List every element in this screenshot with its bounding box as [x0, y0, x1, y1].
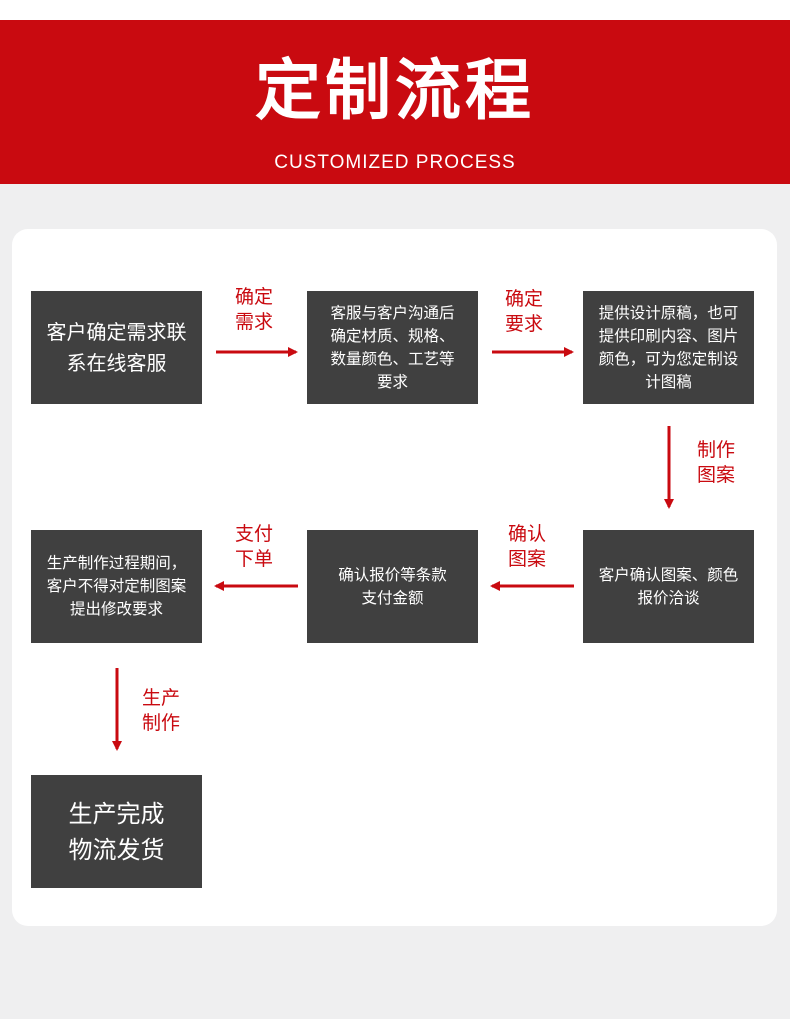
- header-banner: 定制流程 CUSTOMIZED PROCESS: [0, 20, 790, 184]
- arrow-4-label: 确认 图案: [508, 523, 547, 570]
- arrow-2-label: 确定 要求: [505, 288, 544, 335]
- page-title: 定制流程: [255, 52, 535, 129]
- page-subtitle: CUSTOMIZED PROCESS: [274, 152, 516, 173]
- step-6-box: 生产制作过程期间， 客户不得对定制图案 提出修改要求: [31, 530, 202, 643]
- step-4-box: 客户确认图案、颜色 报价洽谈: [583, 530, 754, 643]
- step-5-box: 确认报价等条款 支付金额: [307, 530, 478, 643]
- arrow-1-label: 确定 需求: [235, 286, 274, 333]
- step-3-box: 提供设计原稿，也可 提供印刷内容、图片 颜色，可为您定制设 计图稿: [583, 291, 754, 404]
- step-1-box: 客户确定需求联 系在线客服: [31, 291, 202, 404]
- step-2-box: 客服与客户沟通后 确定材质、规格、 数量颜色、工艺等 要求: [307, 291, 478, 404]
- step-7-box: 生产完成 物流发货: [31, 775, 202, 888]
- arrow-3-label: 制作 图案: [697, 439, 736, 486]
- top-strip: [0, 0, 790, 20]
- arrow-6-label: 生产 制作: [142, 687, 181, 734]
- arrow-5-label: 支付 下单: [235, 523, 274, 570]
